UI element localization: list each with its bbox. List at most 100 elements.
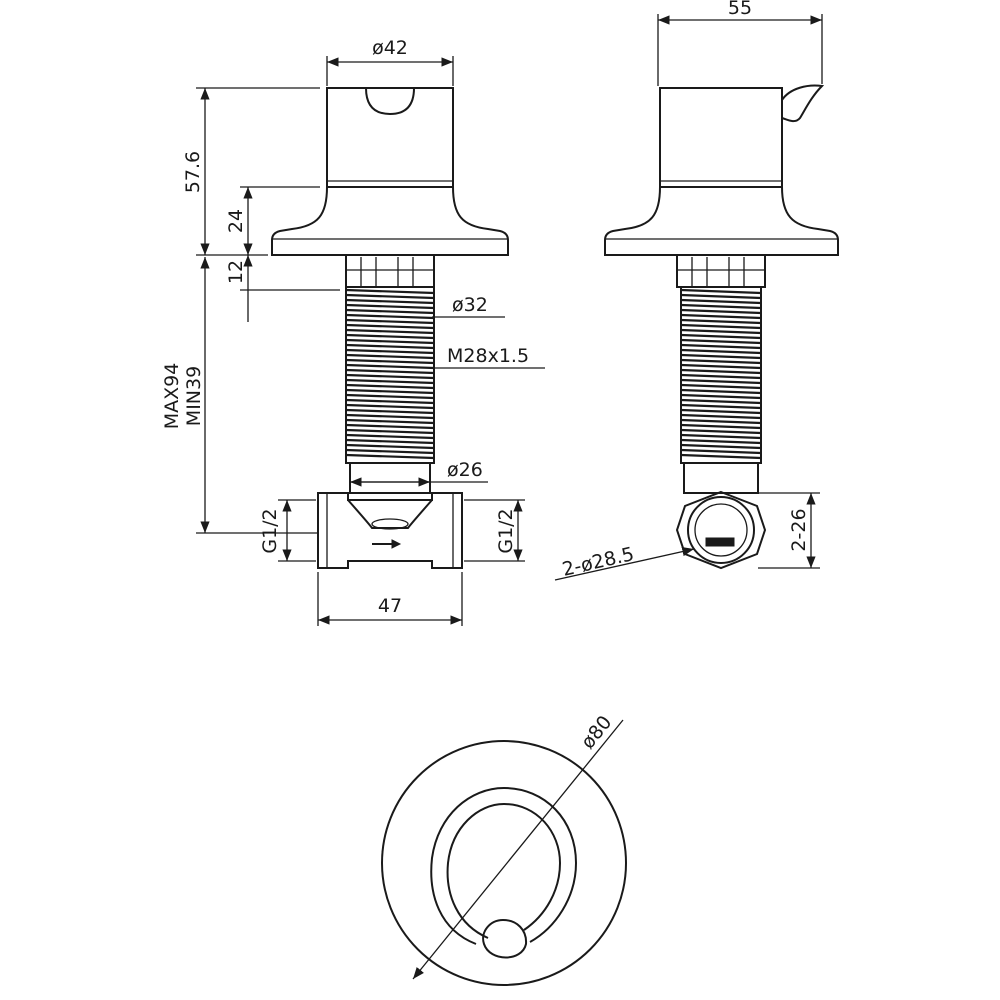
thread-line xyxy=(345,423,435,430)
side-port xyxy=(675,490,767,570)
thread-line xyxy=(345,313,435,320)
thread-line xyxy=(680,348,762,355)
thread-line xyxy=(680,323,762,330)
thread-line xyxy=(680,403,762,410)
dim-side-depth: 55 xyxy=(657,0,823,86)
thread-line xyxy=(345,323,435,330)
thread-line xyxy=(345,328,435,335)
side-view: 55 2-ø28.5 2-26 xyxy=(554,0,839,581)
thread-line xyxy=(345,428,435,435)
thread-line xyxy=(680,343,762,350)
dim-body-diameter: ø26 xyxy=(350,459,488,487)
dim-label-depth-min: MIN39 xyxy=(183,366,205,426)
thread-line xyxy=(345,298,435,305)
thread-line xyxy=(345,293,435,300)
dim-port-diameter: 2-ø28.5 xyxy=(554,543,695,581)
thread-line xyxy=(680,438,762,445)
thread-line xyxy=(345,448,435,455)
dim-body-width: 47 xyxy=(317,572,463,626)
thread-line xyxy=(345,398,435,405)
thread-line xyxy=(345,408,435,415)
thread-line xyxy=(680,298,762,305)
dim-label-top-diameter: ø42 xyxy=(372,37,408,59)
side-collar xyxy=(676,254,766,288)
thread-line xyxy=(680,453,762,460)
dim-port-height: 2-26 xyxy=(758,492,820,569)
thread-line xyxy=(345,443,435,450)
top-outer-plate xyxy=(381,740,627,986)
thread-line xyxy=(680,313,762,320)
dim-thread-spec: M28x1.5 xyxy=(432,345,545,369)
thread-line xyxy=(345,438,435,445)
dim-label-total-height: 57.6 xyxy=(182,151,204,193)
thread-line xyxy=(680,378,762,385)
front-thread xyxy=(345,288,435,460)
thread-line xyxy=(680,383,762,390)
front-handle xyxy=(326,87,454,188)
thread-line xyxy=(680,303,762,310)
thread-line xyxy=(680,428,762,435)
dim-label-plate-diameter: ø80 xyxy=(577,711,617,753)
thread-line xyxy=(345,353,435,360)
thread-line xyxy=(345,433,435,440)
dim-depth-range: MAX94 MIN39 xyxy=(161,257,318,534)
dim-inlet-left: G1/2 xyxy=(259,499,316,562)
top-handle xyxy=(430,786,578,959)
thread-line xyxy=(680,358,762,365)
front-valve-body xyxy=(317,492,463,569)
dim-label-collar-height: 12 xyxy=(225,260,247,284)
thread-line xyxy=(680,398,762,405)
dim-inlet-right: G1/2 xyxy=(464,499,525,562)
dim-top-diameter: ø42 xyxy=(326,37,454,86)
thread-line xyxy=(680,368,762,375)
thread-line xyxy=(345,333,435,340)
thread-line xyxy=(345,388,435,395)
thread-line xyxy=(680,333,762,340)
thread-line xyxy=(345,303,435,310)
dim-label-body-diameter: ø26 xyxy=(447,459,483,481)
thread-line xyxy=(345,418,435,425)
front-flange xyxy=(271,186,509,256)
dim-label-depth-max: MAX94 xyxy=(161,363,183,430)
thread-line xyxy=(345,368,435,375)
dim-flange-height: 24 xyxy=(225,186,320,255)
thread-line xyxy=(680,338,762,345)
thread-line xyxy=(680,418,762,425)
thread-line xyxy=(680,353,762,360)
thread-line xyxy=(345,288,435,295)
thread-line xyxy=(345,393,435,400)
thread-line xyxy=(345,308,435,315)
side-flange xyxy=(604,186,839,256)
thread-line xyxy=(345,318,435,325)
dim-label-inlet-right: G1/2 xyxy=(495,508,517,553)
thread-line xyxy=(345,403,435,410)
thread-line xyxy=(345,373,435,380)
thread-line xyxy=(345,453,435,460)
thread-line xyxy=(345,383,435,390)
thread-line xyxy=(680,308,762,315)
dim-label-side-depth: 55 xyxy=(728,0,752,19)
dim-label-flange-height: 24 xyxy=(225,209,247,233)
thread-line xyxy=(345,358,435,365)
dim-label-body-width: 47 xyxy=(378,595,402,617)
front-view: ø42 57.6 24 12 ø32 M28x1.5 xyxy=(161,37,545,626)
thread-line xyxy=(680,408,762,415)
dim-plate-diameter: ø80 xyxy=(412,711,624,980)
side-handle xyxy=(659,84,825,188)
dim-label-port-height: 2-26 xyxy=(788,508,810,551)
thread-line xyxy=(680,288,762,295)
dim-collar-height: 12 xyxy=(225,255,340,322)
dim-label-inlet-left: G1/2 xyxy=(259,508,281,553)
dim-label-thread-diameter: ø32 xyxy=(452,294,488,316)
thread-line xyxy=(680,423,762,430)
top-view: ø80 xyxy=(381,711,627,986)
side-stem xyxy=(683,462,759,494)
thread-line xyxy=(680,363,762,370)
dim-label-thread-spec: M28x1.5 xyxy=(447,345,529,367)
dim-thread-diameter: ø32 xyxy=(432,294,505,318)
thread-line xyxy=(345,348,435,355)
thread-line xyxy=(345,378,435,385)
thread-line xyxy=(680,393,762,400)
thread-line xyxy=(680,328,762,335)
